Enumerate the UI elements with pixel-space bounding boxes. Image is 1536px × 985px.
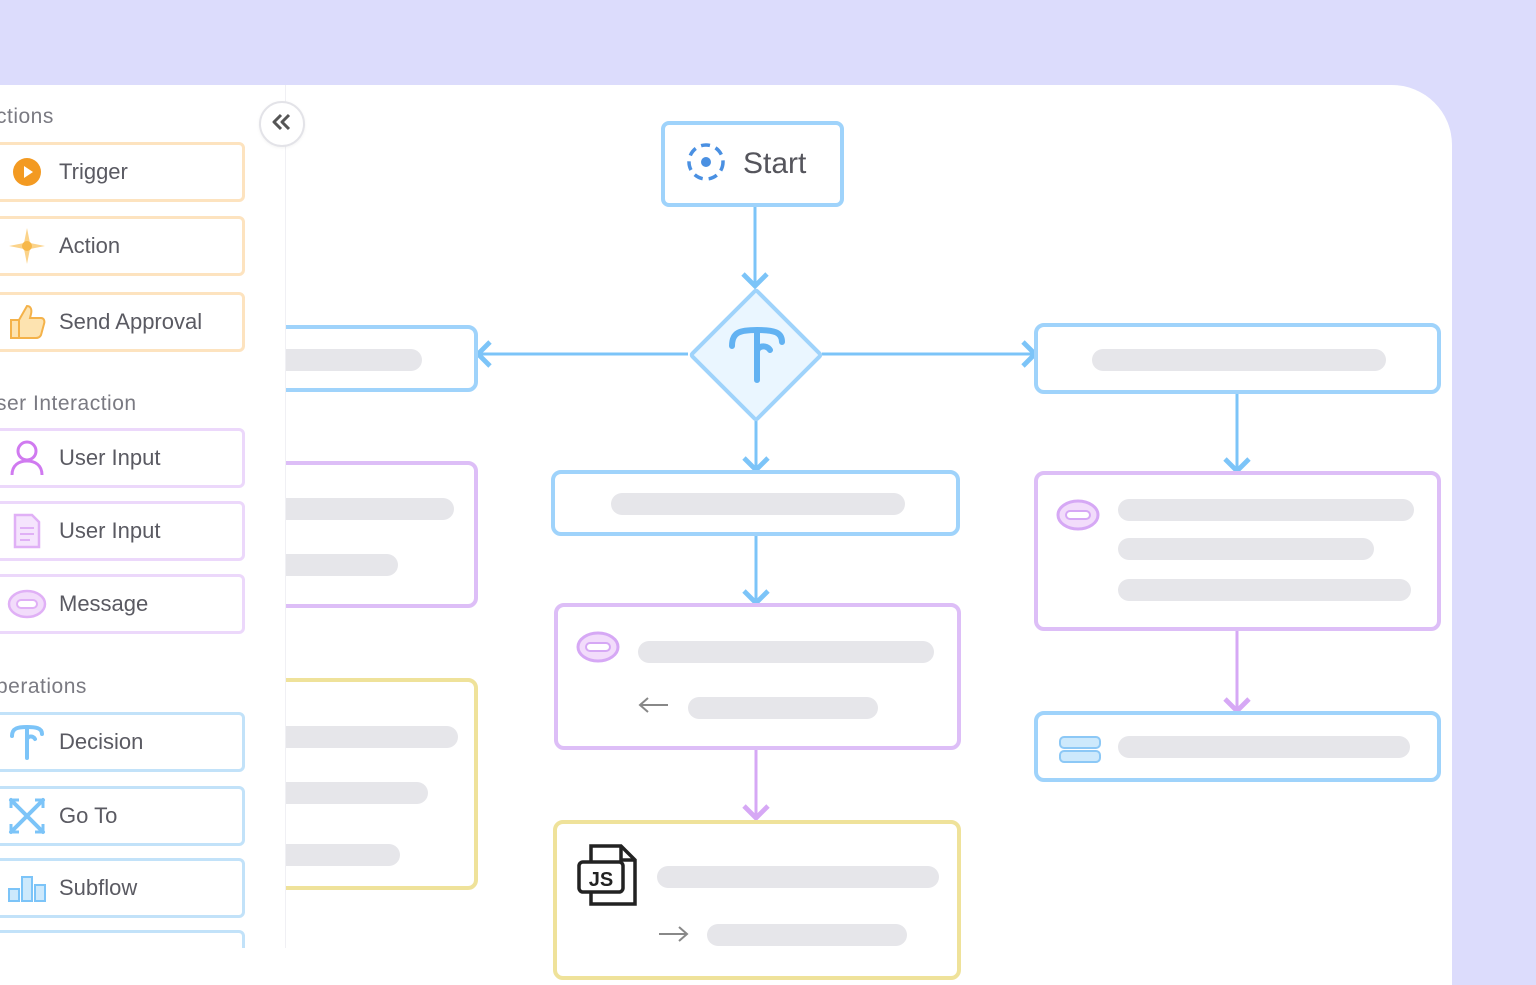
sidebar-item-label: User Input [59,445,161,470]
js-badge-label: JS [589,869,613,891]
sidebar-item-action[interactable]: Action [0,216,245,276]
chat-bubble-icon [1056,499,1100,538]
arrow-right-icon [655,924,691,949]
sidebar-item-send-approval[interactable]: Send Approval [0,292,245,352]
sidebar-item-more[interactable] [0,930,245,948]
thumbs-up-icon [7,302,47,342]
sidebar-item-subflow[interactable]: Subflow [0,858,245,918]
section-title-user-interaction: ser Interaction [0,392,137,415]
branch-icon [7,722,47,762]
right-storage-node[interactable] [1034,711,1441,782]
section-title-actions: ctions [0,105,54,128]
sidebar-item-label: User Input [59,518,161,543]
double-chevron-left-icon [271,113,293,136]
cross-arrows-icon [7,796,47,836]
middle-message-node[interactable] [554,603,961,750]
section-title-operations: perations [0,675,87,698]
sidebar-item-user-input-form[interactable]: User Input [0,501,245,561]
document-icon [7,511,47,551]
subflow-icon [7,868,47,908]
start-icon [685,141,727,188]
sidebar-item-user-input[interactable]: User Input [0,428,245,488]
start-node[interactable]: Start [661,121,844,207]
sidebar-item-trigger[interactable]: Trigger [0,142,245,202]
sidebar-item-message[interactable]: Message [0,574,245,634]
sidebar-item-decision[interactable]: Decision [0,712,245,772]
database-icon [1058,735,1102,770]
sidebar-item-label: Decision [59,729,144,754]
middle-action-node[interactable] [551,470,960,536]
sidebar-item-label: Subflow [59,875,138,900]
sidebar-item-label: Trigger [59,159,128,184]
connector-lines [474,207,1251,822]
sidebar-item-go-to[interactable]: Go To [0,786,245,846]
sidebar-item-label: Action [59,233,121,258]
right-action-node[interactable] [1034,323,1441,394]
sidebar-item-label: Send Approval [59,309,203,334]
chat-bubble-icon [576,631,620,670]
sparkle-icon [7,226,47,266]
collapse-sidebar-button[interactable] [259,101,305,147]
middle-script-node[interactable]: JS [553,820,961,980]
user-icon [7,438,47,478]
arrow-left-icon [636,695,670,720]
sidebar: ctions Trigger Action Send Approval ser … [0,85,286,948]
right-message-node[interactable] [1034,471,1441,631]
javascript-file-icon: JS [575,842,641,913]
sidebar-item-label: Go To [59,803,118,828]
branch-icon [726,322,788,391]
start-label: Start [743,147,807,180]
play-icon [7,152,47,192]
chat-bubble-icon [7,584,47,624]
sidebar-item-label: Message [59,591,149,616]
